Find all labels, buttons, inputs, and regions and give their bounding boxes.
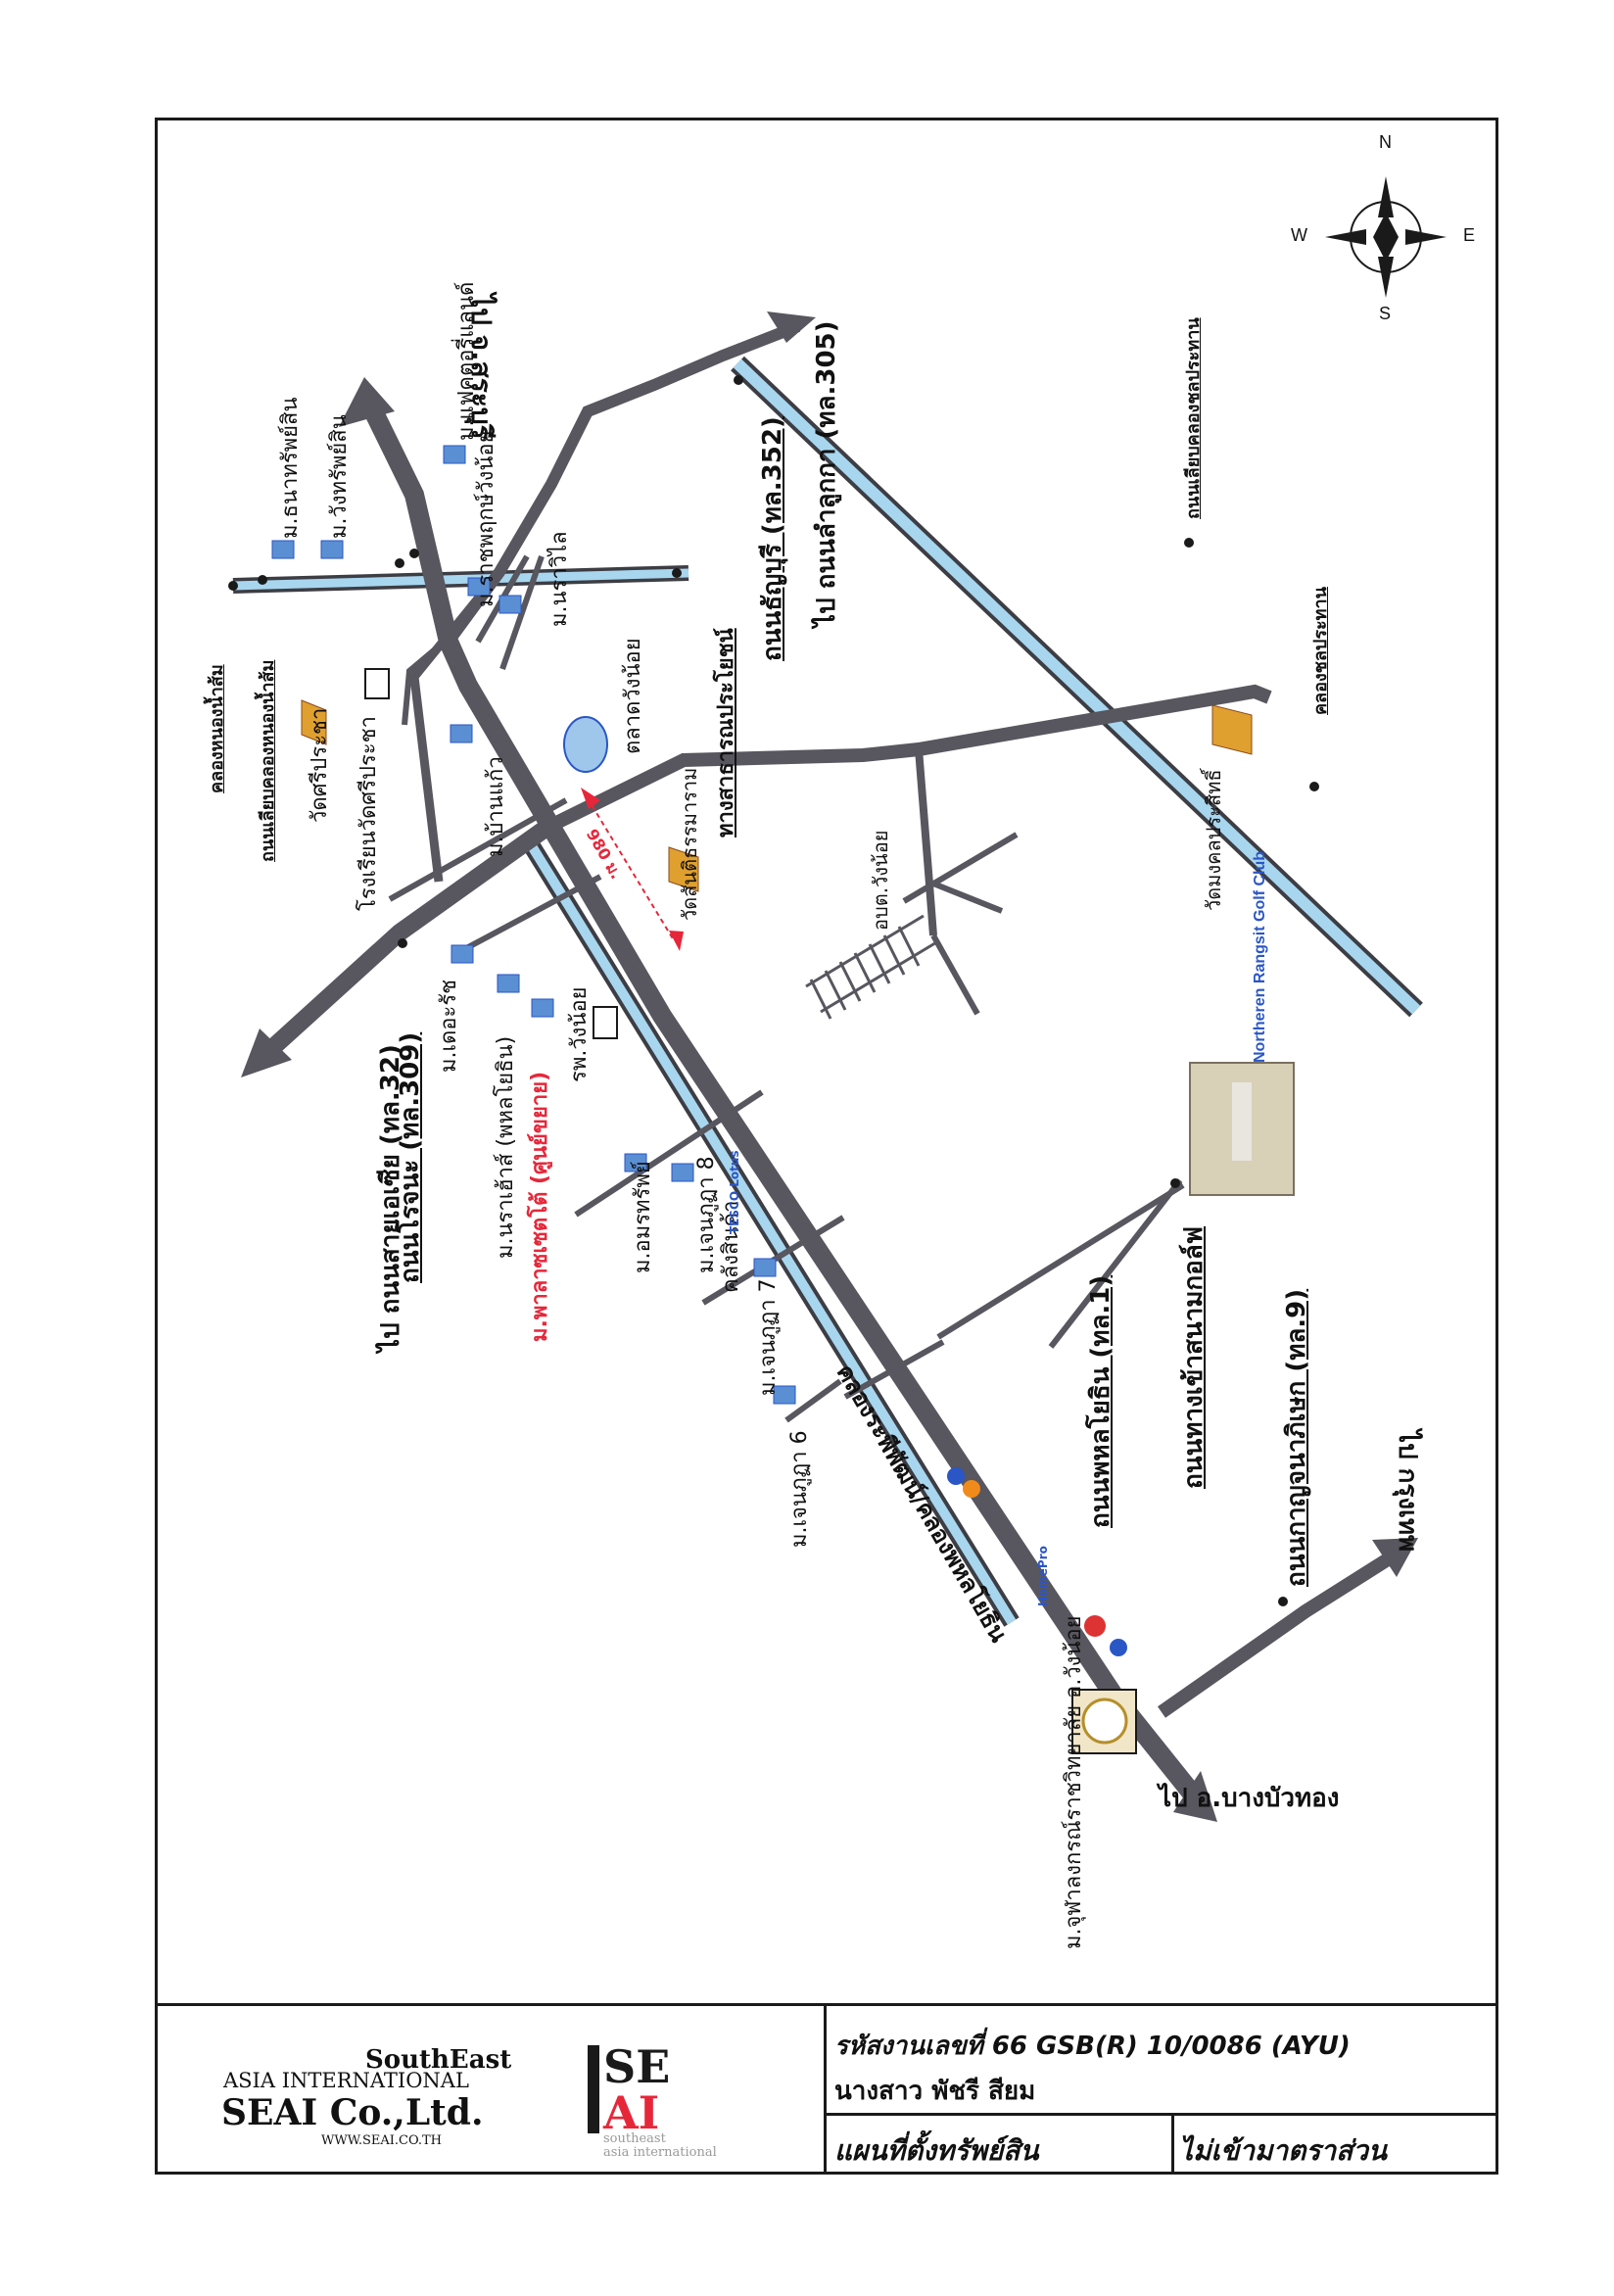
label-naravilai: ม.นราวิไล <box>547 531 572 627</box>
label-canal-irrigation: คลองชลประทาน <box>1310 587 1331 715</box>
label-wat-sri-prachao: วัดศรีประชา <box>308 707 332 823</box>
label-pala-city: ม.พาลาซเซตโต้ (ศูนย์ขยาย) <box>528 1071 552 1342</box>
map-title: แผนที่ตั้งทรัพย์สิน <box>834 2134 1039 2167</box>
map-frame <box>155 118 1498 2175</box>
road-golf <box>936 1182 1185 1340</box>
label-wangnoi-district: อบต.วังน้อย <box>869 830 892 931</box>
label-thana-sap: ม.ธนาทรัพย์สิน <box>278 397 303 540</box>
label-wat-mongkol: วัดมงคลประสิทธิ์ <box>1202 769 1225 911</box>
logo-sub2: asia international <box>603 2145 717 2160</box>
label-amorn: ม.อมรทรัพย์ <box>631 1161 655 1273</box>
label-thanyaburi-road: ถนนธัญบุรี (ทล.352) <box>758 416 787 661</box>
label-canal-road: ถนนเลียบคลองชลประทาน <box>1183 317 1204 519</box>
label-hospital: รพ.วังน้อย <box>567 986 592 1082</box>
label-phahon-road: ถนนพหลโยธิน (ทล.1) <box>1086 1274 1116 1528</box>
label-rojana-road: ถนนโรจนะ (ทล.309) <box>396 1031 425 1283</box>
label-wang-sap: ม.วังทรัพย์สิน <box>327 414 352 539</box>
label-canal-nongnamsom-road: ถนนเลียบคลองหนองน้ำส้ม <box>258 659 278 862</box>
label-canal-nongnamsom: คลองหนองน้ำส้ม <box>207 664 227 793</box>
scale-note: ไม่เข้ามาตราส่วน <box>1179 2134 1388 2167</box>
label-narao: ม.นราเฮ้าส์ (พหลโยธิน) <box>494 1035 518 1259</box>
logo-bar <box>588 2045 599 2133</box>
ptt-icon-2 <box>963 1480 980 1498</box>
company-en3: SEAI Co.,Ltd. <box>221 2092 484 2133</box>
label-talad-wangnoi: ตลาดวังน้อย <box>621 638 645 754</box>
label-kanchanaphisek-road: ถนนกาญจนาภิเษก (ทล.9) <box>1282 1288 1311 1587</box>
label-chaoreon7: ม.เจนภูฏา 7 <box>756 1278 781 1396</box>
label-tesco: TESCO Lotus <box>728 1150 741 1234</box>
map-canvas <box>228 176 1447 1822</box>
label-chaoreon6: ม.เจนภูฏา 6 <box>787 1430 812 1548</box>
label-the-ruch: ม.เดอะรัช <box>437 979 461 1073</box>
logo-ai: AI <box>603 2086 660 2139</box>
company-block: SouthEast ASIA INTERNATIONAL SEAI Co.,Lt… <box>155 2006 827 2175</box>
label-public-road: ทางสาธารณประโยชน์ <box>714 628 738 837</box>
job-number: รหัสงานเลขที่ 66 GSB(R) 10/0086 (AYU) <box>834 2032 1351 2061</box>
label-wat-santi: วัดสันติธรรมาราม <box>678 767 701 921</box>
road-kanchanaphisek <box>1157 1547 1402 1718</box>
label-golf-club: Northeren Rangsit Golf Club <box>1252 851 1268 1063</box>
compass-e: E <box>1463 225 1476 245</box>
compass-w: W <box>1291 225 1307 245</box>
house-icons <box>271 445 796 1405</box>
label-homepro: HomePro <box>1036 1546 1050 1606</box>
label-school-wat-sri: โรงเรียนวัดศรีประชา <box>356 716 381 911</box>
compass-rose <box>1325 176 1447 298</box>
company-en2: ASIA INTERNATIONAL <box>223 2069 469 2092</box>
company-en1: SouthEast <box>365 2045 512 2075</box>
map-caption: แผนที่ตั้งทรัพย์สิน ไม่เข้ามาตราส่วน <box>827 2116 1498 2175</box>
ptt-icon-1 <box>947 1467 965 1485</box>
label-ratchaphruek: ม.ราชพฤกษ์วังน้อย <box>474 430 498 607</box>
location-map: N S E W ไป จ.สระบุรี ไป ถนนสายเอเซีย (ทล… <box>155 118 1498 2003</box>
road-rojana <box>256 820 552 1064</box>
school-icon <box>364 668 390 699</box>
label-chula: ม.จุฬาลงกรณ์ราชวิทยาลัย อ.วังน้อย <box>1062 1615 1086 1949</box>
logo-sub1: southeast <box>603 2131 666 2146</box>
job-info: รหัสงานเลขที่ 66 GSB(R) 10/0086 (AYU) นา… <box>827 2006 1498 2116</box>
compass-s: S <box>1379 304 1392 323</box>
label-to-bangkok: ไป กรุงเทพ <box>1393 1430 1422 1553</box>
road-thanyaburi <box>543 684 1272 835</box>
client-name: นางสาว พัชรี สียม <box>834 2077 1036 2106</box>
website: WWW.SEAI.CO.TH <box>321 2133 442 2148</box>
shell-icon <box>1084 1615 1106 1637</box>
temple-icons <box>301 699 1253 892</box>
label-golf-road: ถนนทางเข้าสนามกอล์ฟ <box>1179 1225 1209 1489</box>
title-block: SouthEast ASIA INTERNATIONAL SEAI Co.,Lt… <box>155 2003 1498 2175</box>
logo-se: SE <box>603 2040 671 2093</box>
caption-divider <box>1171 2116 1174 2175</box>
compass-n: N <box>1379 132 1392 152</box>
label-to-lamlukka: ไป ถนนลำลูกกา (ทล.305) <box>812 320 841 627</box>
label-to-bangbuathong: ไป อ.บางบัวทอง <box>1159 1784 1340 1813</box>
market-icon <box>563 716 608 773</box>
label-fairland: ม.แฟคตอรี่แลนด์ <box>454 281 479 441</box>
hospital-icon <box>593 1006 618 1039</box>
railway <box>805 914 939 1020</box>
label-baan-kaew: ม.บ้านแก้ว <box>484 756 508 857</box>
